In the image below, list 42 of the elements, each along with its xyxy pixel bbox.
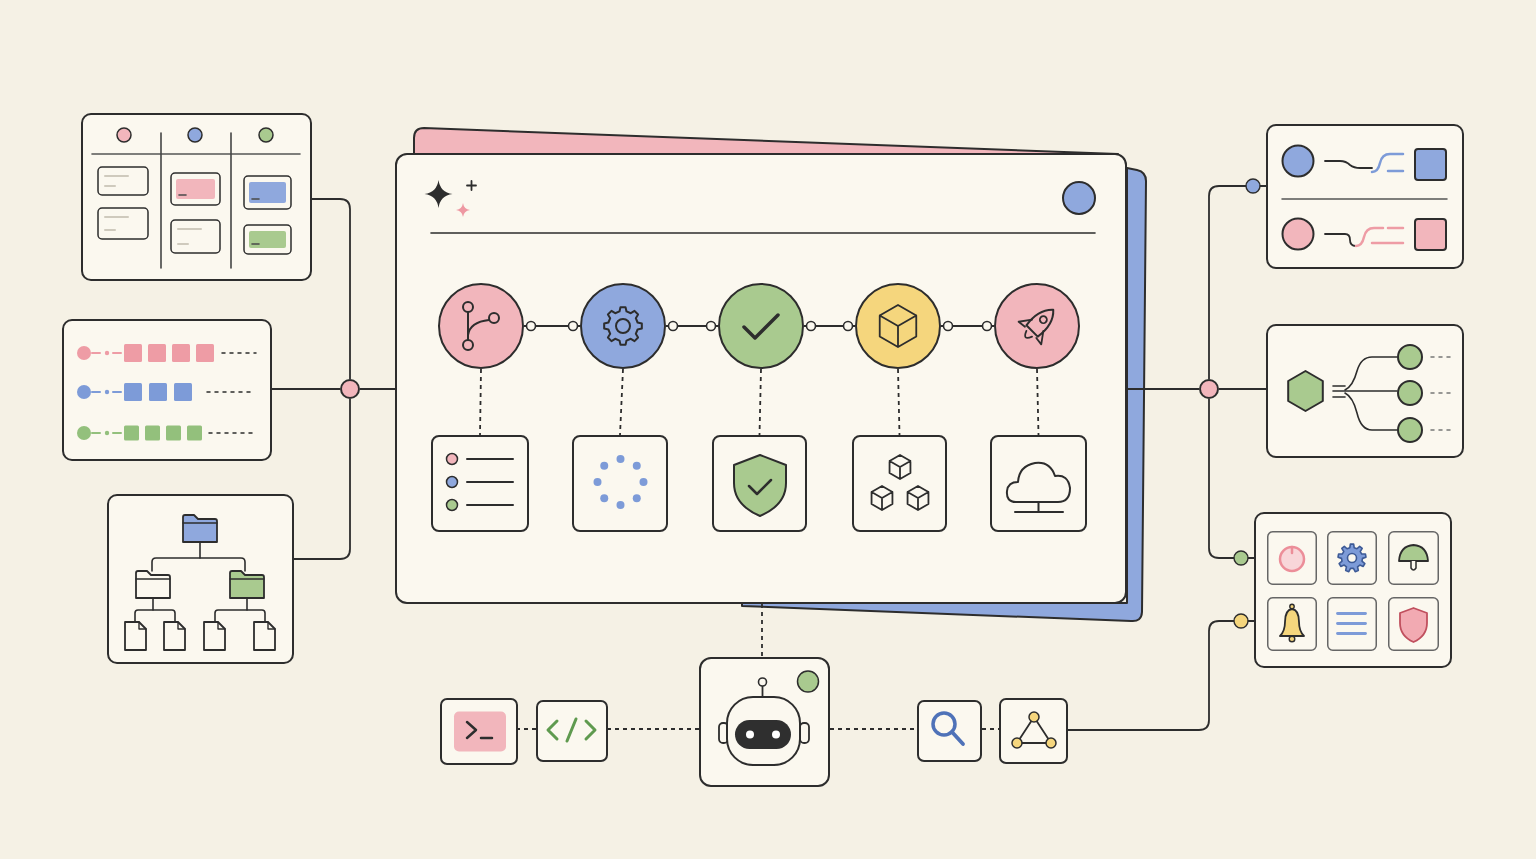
- junction-dot: [1199, 379, 1219, 399]
- pipeline-rows-panel: [62, 319, 272, 461]
- connector-line: [940, 320, 995, 332]
- robot-card: [699, 657, 830, 787]
- connector-line: [293, 398, 351, 560]
- connector-line: [311, 198, 351, 380]
- code-card: [536, 700, 608, 762]
- dashed-connector-line: [1036, 368, 1040, 436]
- dashed-connector-line: [607, 728, 700, 730]
- tool-card: [990, 435, 1087, 532]
- dashed-connector-line: [479, 368, 482, 436]
- connector-line: [523, 320, 581, 332]
- tool-card: [431, 435, 529, 532]
- tool-card: [852, 435, 947, 532]
- dashed-connector-line: [517, 728, 537, 730]
- folder-tree-panel: [107, 494, 294, 664]
- connector-line: [1126, 388, 1200, 390]
- connector-line: [1067, 613, 1255, 731]
- stacked-card: [741, 167, 1148, 624]
- dashed-connector-line: [981, 728, 1000, 730]
- connector-line: [803, 320, 856, 332]
- graph-card: [999, 698, 1068, 764]
- connector-line: [665, 320, 719, 332]
- connector-line: [1218, 388, 1267, 390]
- search-card: [917, 700, 982, 762]
- terminal-card: [440, 698, 518, 765]
- tool-card: [712, 435, 807, 532]
- dashed-connector-line: [897, 368, 901, 436]
- icon-grid-panel: [1254, 512, 1452, 668]
- tool-card: [572, 435, 668, 532]
- dashed-connector-line: [758, 368, 762, 436]
- connector-line: [1208, 398, 1255, 566]
- app-window: [395, 153, 1127, 604]
- kanban-board-panel: [81, 113, 312, 281]
- branching-panel: [1266, 324, 1464, 458]
- dashed-connector-line: [761, 603, 763, 658]
- connector-line: [359, 388, 396, 390]
- junction-dot: [340, 379, 360, 399]
- routing-panel: [1266, 124, 1464, 269]
- connector-line: [1208, 178, 1267, 380]
- connector-line: [271, 388, 341, 390]
- dashed-connector-line: [619, 368, 624, 436]
